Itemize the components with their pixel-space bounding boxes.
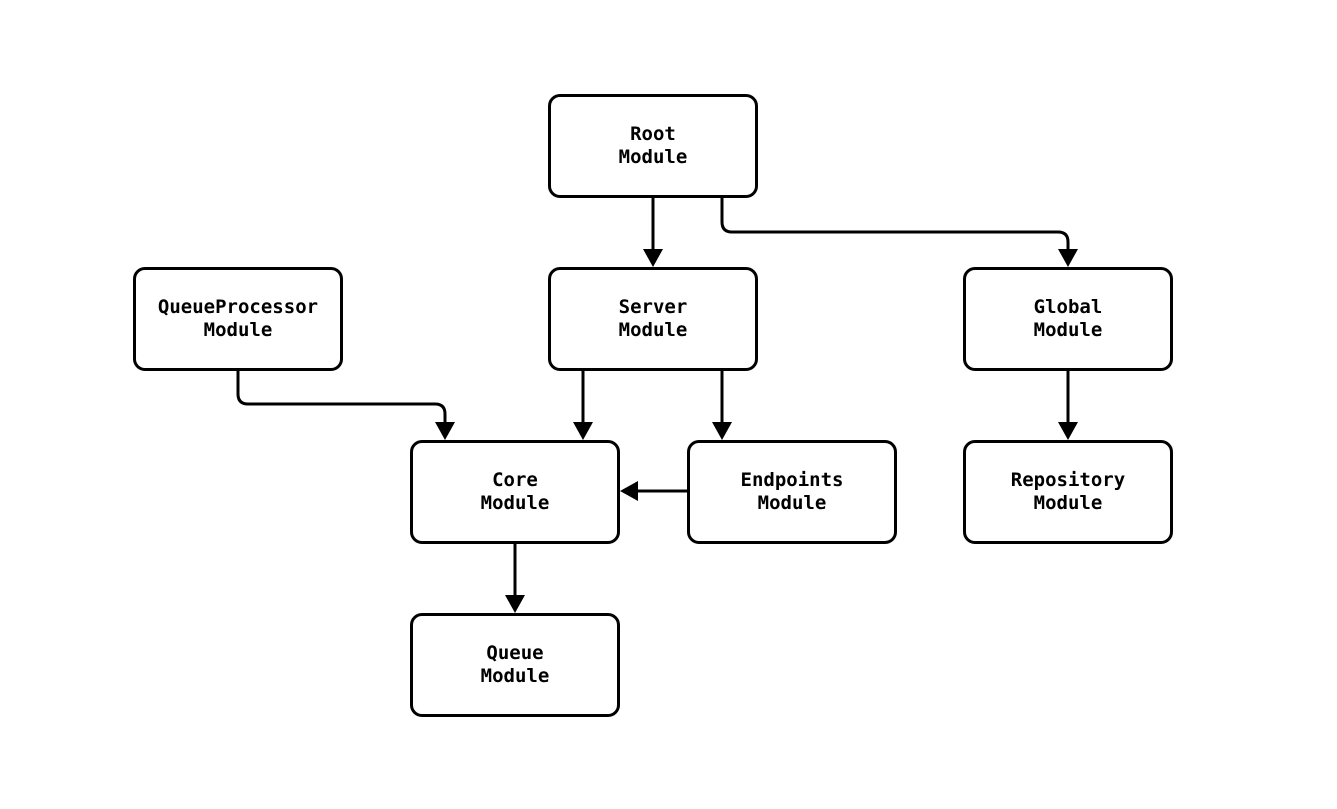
node-label-secondary: Module: [618, 146, 688, 168]
edge-queueprocessor-to-core: [236, 371, 455, 440]
node-label-primary: Queue: [486, 642, 544, 664]
arrowhead-icon: [1058, 422, 1078, 440]
node-label-primary: Server: [618, 296, 688, 318]
node-label-secondary: Module: [203, 319, 273, 341]
arrowhead-icon: [435, 422, 455, 440]
edge-global-to-repository: [1058, 371, 1078, 440]
node-label-secondary: Module: [480, 492, 550, 514]
node-label-secondary: Module: [480, 665, 550, 687]
edge-endpoints-to-core: [620, 481, 687, 501]
node-label-primary: Global: [1033, 296, 1103, 318]
node-label-primary: Core: [492, 469, 538, 491]
arrowhead-icon: [620, 481, 638, 501]
node-label-primary: QueueProcessor: [157, 296, 319, 318]
arrowhead-icon: [1058, 249, 1078, 267]
edge-core-to-queue: [505, 544, 525, 613]
edge-line: [236, 371, 447, 422]
node-label-secondary: Module: [757, 492, 827, 514]
edge-root-to-server: [643, 198, 663, 267]
edge-root-to-global: [720, 198, 1078, 267]
node-label-primary: Repository: [1010, 469, 1126, 491]
node-label-secondary: Module: [618, 319, 688, 341]
arrowhead-icon: [505, 595, 525, 613]
node-label-secondary: Module: [1033, 319, 1103, 341]
edge-line: [720, 198, 1070, 249]
arrowhead-icon: [712, 422, 732, 440]
node-label-primary: Endpoints: [740, 469, 844, 491]
arrowhead-icon: [643, 249, 663, 267]
arrowhead-icon: [573, 422, 593, 440]
node-label-primary: Root: [630, 123, 676, 145]
edge-server-to-core: [573, 371, 593, 440]
edge-server-to-endpoints: [712, 371, 732, 440]
node-label-secondary: Module: [1033, 492, 1103, 514]
